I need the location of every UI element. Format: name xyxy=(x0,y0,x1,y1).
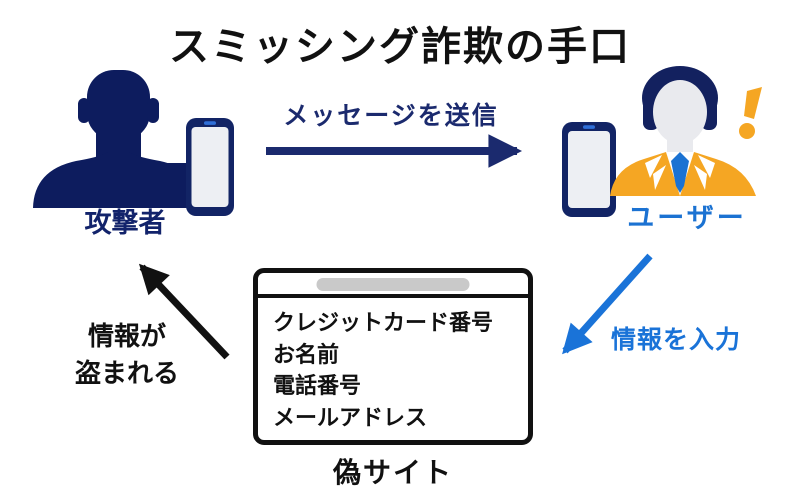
info-stolen-line1: 情報が xyxy=(87,321,166,351)
user-avatar-icon xyxy=(610,66,756,196)
fake-site-form: クレジットカード番号 お名前 電話番号 メールアドレス xyxy=(258,298,528,433)
steal-info-arrow xyxy=(138,263,230,360)
attacker-silhouette-icon xyxy=(33,70,203,208)
alert-exclamation-icon xyxy=(739,87,762,139)
address-bar-pill xyxy=(316,278,470,291)
attacker-label: 攻撃者 xyxy=(84,208,166,238)
info-stolen-label: 情報が 盗まれる xyxy=(52,318,202,392)
info-stolen-line2: 盗まれる xyxy=(74,358,179,388)
form-field-credit-card: クレジットカード番号 xyxy=(273,310,494,335)
fake-site-window: クレジットカード番号 お名前 電話番号 メールアドレス xyxy=(253,268,533,445)
form-field-phone: 電話番号 xyxy=(273,373,362,398)
browser-titlebar xyxy=(258,273,528,298)
form-field-name: お名前 xyxy=(273,341,340,367)
diagram-title: スミッシング詐欺の手口 xyxy=(169,25,631,69)
attacker-phone-icon xyxy=(186,118,234,216)
form-field-email: メールアドレス xyxy=(273,404,428,430)
fake-site-label: 偽サイト xyxy=(332,457,453,488)
enter-info-label: 情報を入力 xyxy=(611,326,742,354)
user-phone-icon xyxy=(562,122,616,217)
send-message-label: メッセージを送信 xyxy=(283,102,499,130)
enter-info-arrow xyxy=(562,253,653,355)
user-label: ユーザー xyxy=(627,203,747,233)
